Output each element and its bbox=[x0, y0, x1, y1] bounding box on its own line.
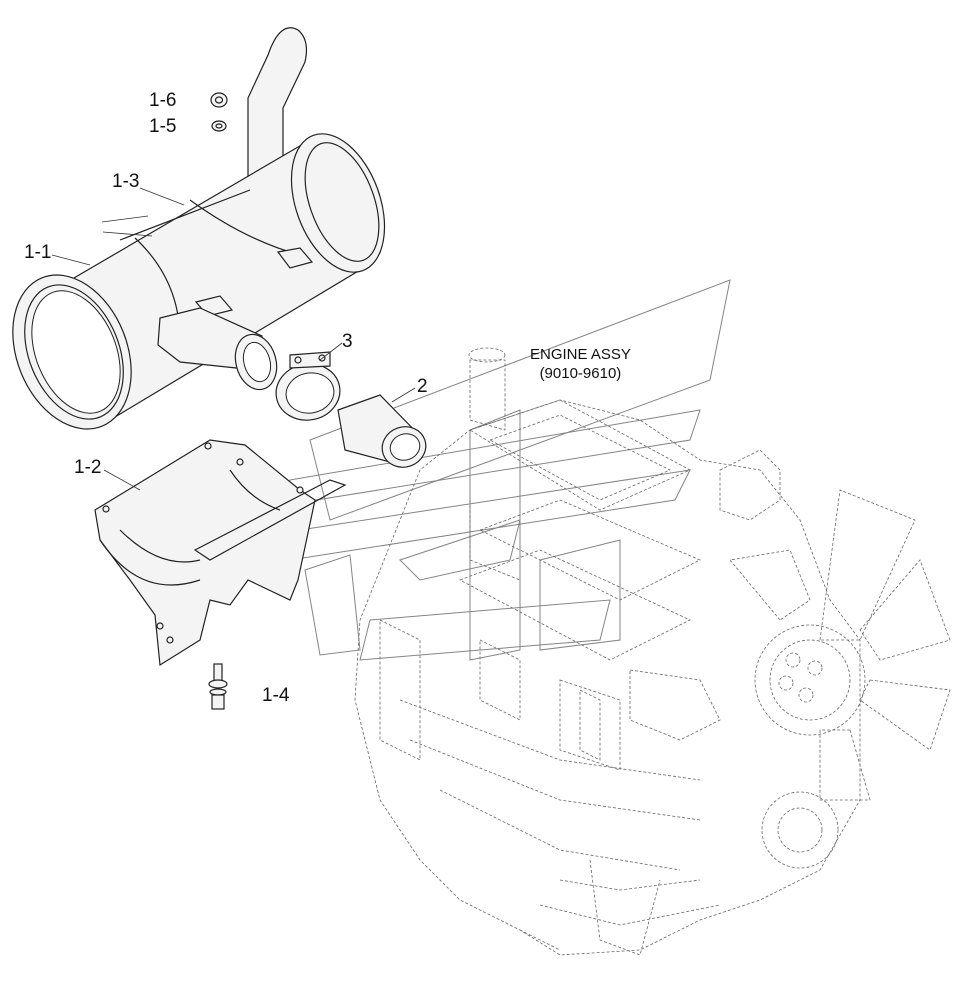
engine-assy-label: ENGINE ASSY (9010-9610) bbox=[530, 346, 631, 384]
exhaust-pipe bbox=[337, 394, 427, 468]
exhaust-clamp bbox=[275, 351, 341, 421]
callout-3: 3 bbox=[342, 331, 353, 352]
callout-1-2: 1-2 bbox=[74, 457, 102, 478]
engine-assembly bbox=[354, 347, 951, 956]
leader-lines bbox=[51, 187, 416, 491]
muffler-body bbox=[12, 27, 386, 430]
callout-1-3: 1-3 bbox=[112, 171, 140, 192]
callout-1-4: 1-4 bbox=[262, 685, 290, 706]
engine-assy-range: (9010-9610) bbox=[539, 364, 622, 382]
nut-part bbox=[210, 92, 228, 108]
callout-2: 2 bbox=[417, 376, 428, 397]
bolt-part bbox=[208, 663, 228, 710]
muffler-bracket bbox=[94, 439, 347, 667]
callout-1-6: 1-6 bbox=[149, 90, 177, 111]
callout-1-5: 1-5 bbox=[149, 116, 177, 137]
engine-assy-title: ENGINE ASSY bbox=[530, 346, 631, 363]
washer-part bbox=[211, 120, 227, 132]
callout-1-1: 1-1 bbox=[24, 242, 52, 263]
